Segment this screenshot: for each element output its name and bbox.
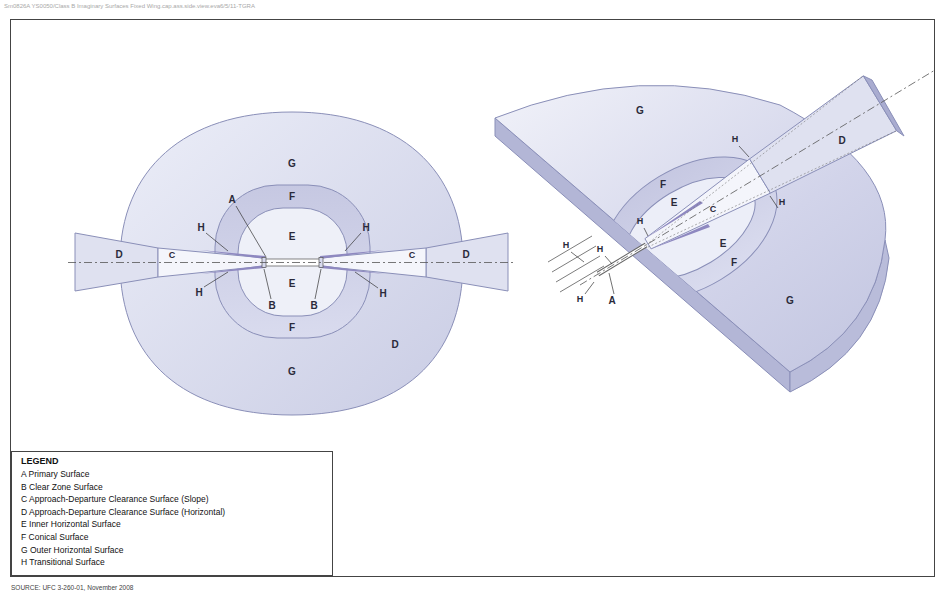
- centerline: [580, 70, 935, 285]
- legend-entry: D Approach-Departure Clearance Surface (…: [21, 508, 225, 517]
- approach-horizontal: [426, 233, 508, 291]
- legend-entry: H Transitional Surface: [21, 558, 105, 567]
- surface-letter: G: [786, 295, 794, 306]
- surface-letter: H: [637, 217, 644, 227]
- surface-letter: B: [310, 300, 317, 311]
- surface-letter: E: [720, 238, 727, 249]
- source-caption: SOURCE: UFC 3-260-01, November 2008: [11, 584, 133, 591]
- section-lines: [548, 236, 604, 292]
- transitional-surface: [651, 224, 710, 249]
- plan-view: [68, 112, 515, 415]
- surface-letter: F: [289, 322, 295, 333]
- legend-entry: A Primary Surface: [21, 470, 90, 479]
- surface-letter: E: [289, 231, 296, 242]
- surface-letter: H: [563, 241, 570, 251]
- transitional-surface: [320, 250, 385, 259]
- approach-side-face: [863, 76, 904, 136]
- surface-letter: D: [391, 339, 398, 350]
- legend-entry: F Conical Surface: [21, 533, 89, 542]
- surface-letter: D: [462, 249, 469, 260]
- surface-letter: H: [379, 288, 386, 299]
- legend-entry: E Inner Horizontal Surface: [21, 520, 121, 529]
- legend-entry: C Approach-Departure Clearance Surface (…: [21, 495, 209, 504]
- surface-letter: H: [197, 222, 204, 233]
- surface-letter: A: [608, 295, 615, 306]
- centerline: [68, 262, 515, 263]
- inner-horizontal-surface: [608, 156, 773, 299]
- approach-horizontal: [75, 233, 158, 291]
- approach-edge-line: [646, 76, 863, 245]
- surface-letter: H: [597, 245, 604, 255]
- legend-heading: LEGEND: [21, 457, 59, 467]
- surface-letter: C: [169, 251, 176, 261]
- surface-letter: F: [660, 179, 666, 190]
- frame: [11, 20, 935, 577]
- surface-letter: H: [779, 198, 786, 208]
- file-path-note: Sm0826A YS0050/Class B Imaginary Surface…: [4, 3, 255, 10]
- legend-entry: G Outer Horizontal Surface: [21, 546, 124, 555]
- leader-lines: [571, 146, 778, 294]
- surface-letter: G: [636, 105, 644, 116]
- surface-letter: H: [732, 135, 739, 145]
- surface-letter: B: [268, 300, 275, 311]
- legend-entry: B Clear Zone Surface: [21, 483, 103, 492]
- approach-edge-line: [648, 131, 896, 247]
- transitional-surface: [320, 265, 385, 274]
- surface-letter: C: [409, 251, 416, 261]
- surface-letter: F: [731, 257, 737, 268]
- surface-letter: E: [289, 278, 296, 289]
- surface-letter: D: [115, 249, 122, 260]
- transitional-surface: [200, 265, 265, 274]
- surface-letter: F: [289, 191, 295, 202]
- surface-letter: A: [228, 194, 235, 205]
- surface-letter: H: [362, 222, 369, 233]
- outer-horizontal-surface: [120, 112, 463, 415]
- surface-letter: H: [577, 295, 584, 305]
- surface-letter: C: [710, 205, 717, 215]
- legend-box: [12, 452, 333, 576]
- surface-letter: H: [195, 287, 202, 298]
- surface-letter: D: [838, 135, 845, 146]
- surface-letter: E: [671, 197, 678, 208]
- perspective-view: [495, 70, 935, 392]
- approach-slope: [645, 159, 771, 249]
- surface-letter: G: [288, 158, 296, 169]
- surface-letter: G: [288, 366, 296, 377]
- leader-lines: [204, 206, 378, 299]
- transitional-surface: [200, 250, 265, 259]
